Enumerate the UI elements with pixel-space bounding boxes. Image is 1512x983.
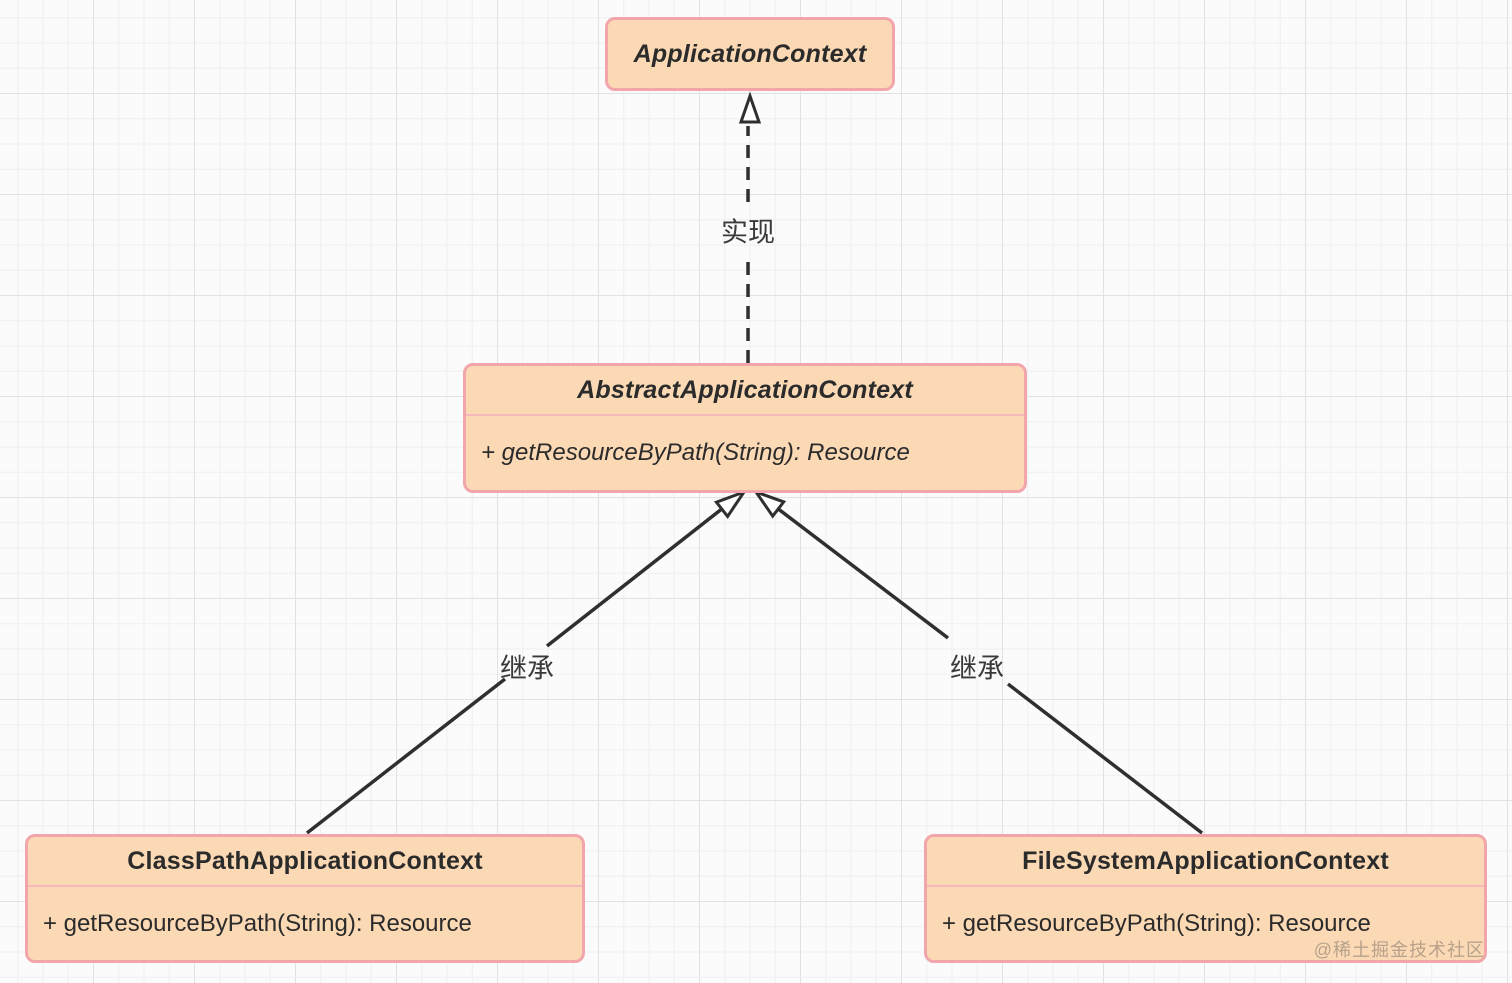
- relation-label-generalization-right: 继承: [950, 653, 1004, 684]
- hollow-triangle-arrowhead: [713, 488, 748, 519]
- class-name: AbstractApplicationContext: [466, 366, 1024, 416]
- hollow-triangle-arrowhead: [752, 489, 787, 519]
- class-method: + getResourceByPath(String): Resource: [942, 909, 1371, 937]
- class-method: + getResourceByPath(String): Resource: [481, 439, 910, 466]
- class-name: ClassPathApplicationContext: [28, 837, 582, 887]
- class-box-filesystem-application-context[interactable]: FileSystemApplicationContext + getResour…: [924, 834, 1487, 963]
- class-box-classpath-application-context[interactable]: ClassPathApplicationContext + getResourc…: [25, 834, 585, 963]
- class-name: FileSystemApplicationContext: [927, 837, 1484, 887]
- class-method: + getResourceByPath(String): Resource: [43, 909, 472, 937]
- relation-label-realization: 实现: [721, 217, 775, 248]
- watermark: @稀土掘金技术社区: [1313, 940, 1485, 960]
- class-name: ApplicationContext: [633, 39, 867, 68]
- class-box-abstract-application-context[interactable]: AbstractApplicationContext + getResource…: [463, 363, 1027, 493]
- class-box-application-context[interactable]: ApplicationContext: [605, 17, 895, 91]
- hollow-triangle-arrowhead: [738, 91, 762, 124]
- relation-label-generalization-left: 继承: [500, 653, 554, 684]
